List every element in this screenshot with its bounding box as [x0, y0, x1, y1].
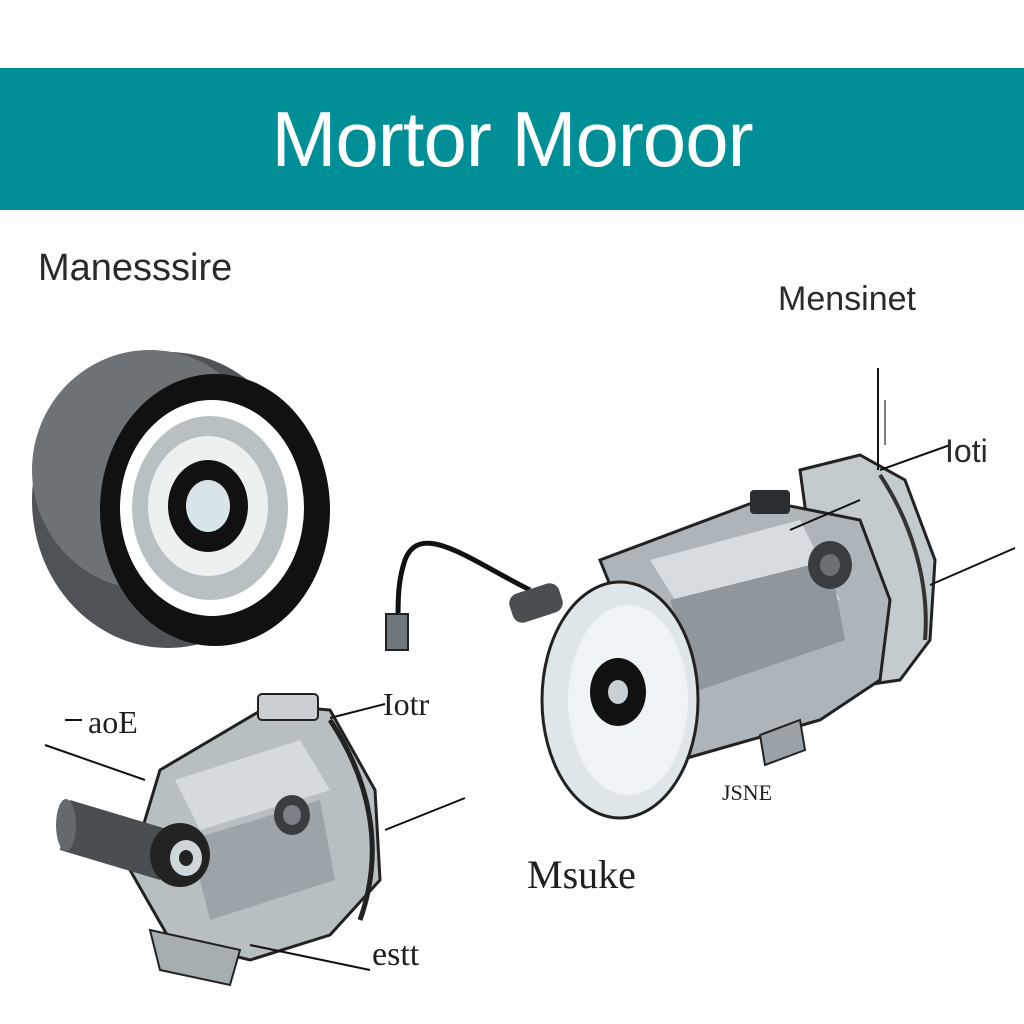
label-right-callout: Ioti [945, 433, 988, 469]
label-top-left: Manesssire [38, 247, 232, 289]
motor-assembly-small [44, 693, 466, 987]
rotor-disc [32, 350, 330, 648]
label-bottom-center: Msuke [527, 852, 636, 897]
page-title: Mortor Moroor [271, 95, 753, 183]
label-left-callout: aoE [88, 704, 138, 740]
motor-assembly-large [385, 368, 1016, 820]
label-middle-callout: Iotr [383, 686, 430, 722]
label-bottom-callout: estt [372, 936, 420, 973]
title-banner: Mortor Moroor [0, 68, 1024, 210]
label-top-right: Mensinet [778, 280, 917, 318]
label-base-tag: JSNE [722, 780, 772, 805]
